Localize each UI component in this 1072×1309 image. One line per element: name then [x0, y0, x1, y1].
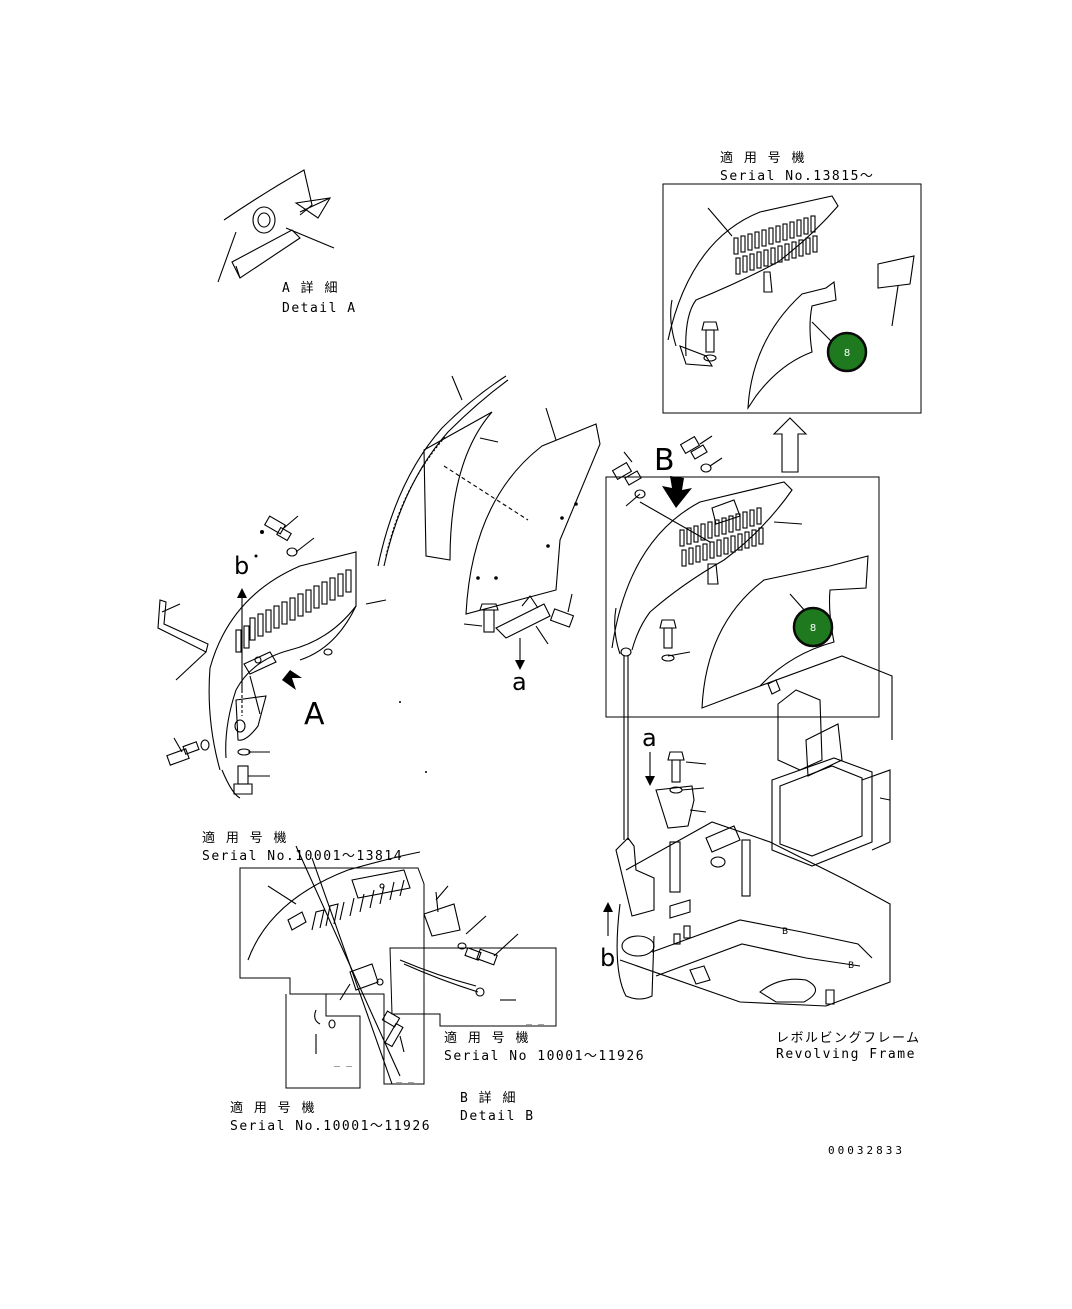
serial-top-box [662, 183, 922, 414]
letter-a-big: A [304, 697, 325, 732]
svg-text:B: B [782, 927, 788, 937]
serial-top-label-en: Serial No.13815～ [720, 169, 874, 184]
callout-8-top-circle[interactable] [826, 331, 868, 373]
callout-8-top-label: 8 [844, 348, 850, 359]
cover-assembly-box [605, 476, 880, 718]
serial-left-label-en: Serial No.10001～13814 [202, 849, 403, 864]
serial-left-label-jp: 適 用 号 機 [202, 830, 288, 846]
serial-mid-label-jp: 適 用 号 機 [444, 1030, 530, 1046]
svg-text:_ _: _ _ [526, 1014, 545, 1025]
upgrade-arrow [772, 417, 808, 473]
serial-top-label-jp: 適 用 号 機 [720, 150, 806, 166]
callout-8-mid-circle[interactable] [792, 606, 834, 648]
serial-bottom-label-jp: 適 用 号 機 [230, 1100, 316, 1116]
drawing-number: 00032833 [828, 1144, 905, 1157]
letter-b-small-2: b [600, 944, 615, 972]
detail-b-label-jp: B 詳 細 [460, 1090, 517, 1106]
detail-a-label-jp: A 詳 細 [282, 280, 339, 296]
letter-b-small-1: b [234, 552, 249, 580]
grille-slots-top [733, 215, 818, 275]
bolts-above-mid-box [611, 435, 723, 508]
callout-8-mid[interactable]: 8 [792, 606, 834, 648]
detail-b-label-en: Detail B [460, 1109, 535, 1124]
revolving-frame-label-en: Revolving Frame [776, 1047, 916, 1062]
svg-text:_ _: _ _ [334, 1056, 353, 1067]
grille-slots-left [235, 569, 352, 653]
callout-8-mid-label: 8 [810, 623, 816, 634]
svg-text:B: B [848, 961, 854, 971]
letter-b-big: B [654, 443, 675, 478]
letter-a-small-2: a [642, 724, 657, 752]
letter-a-small-1: a [512, 668, 527, 696]
detail-a-label-en: Detail A [282, 301, 357, 316]
cover-assembly-new [667, 195, 915, 410]
detail-b-drawing: _ _ _ _ _ _ _ _ [239, 845, 557, 1089]
cover-assembly-mid [611, 481, 869, 709]
grille-slots-mid [679, 507, 764, 567]
svg-text:_ _: _ _ [396, 1072, 415, 1083]
callout-8-top[interactable]: 8 [826, 331, 868, 373]
serial-bottom-label-en: Serial No.10001～11926 [230, 1119, 431, 1134]
serial-mid-label-en: Serial No 10001～11926 [444, 1049, 645, 1064]
center-seal-and-plates [377, 375, 601, 670]
revolving-frame-drawing: B B [603, 655, 893, 1007]
front-cover-assembly [157, 515, 387, 799]
svg-text:_ _: _ _ [296, 1078, 315, 1089]
revolving-frame-label-jp: レボルビングフレーム [776, 1031, 921, 1046]
detail-a-drawing [217, 169, 335, 283]
